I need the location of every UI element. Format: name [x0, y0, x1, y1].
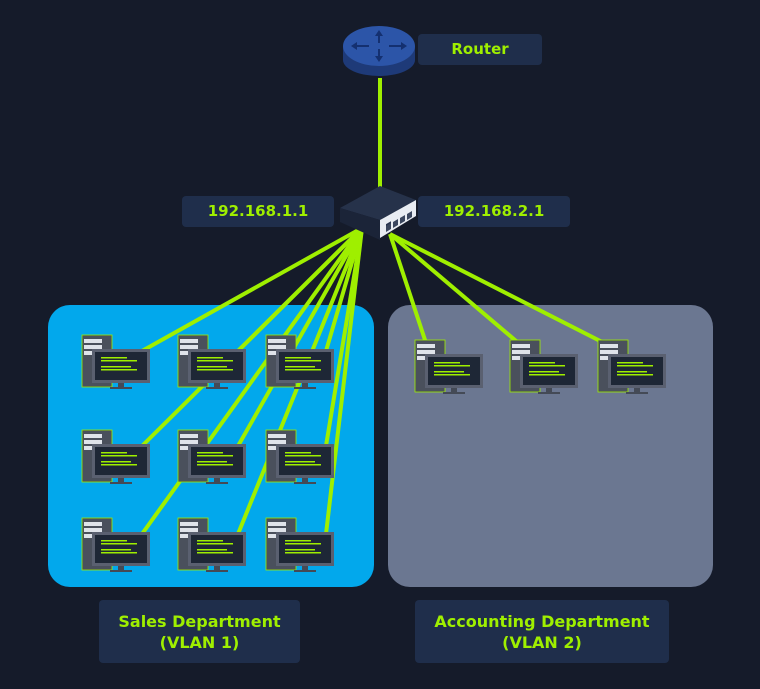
sales-link [141, 226, 363, 353]
sales-computer-icon [265, 517, 334, 572]
sales-link [140, 226, 364, 536]
router-label: Router [418, 34, 542, 65]
sales-computer-icon [265, 334, 334, 389]
accounting-vlan: (VLAN 2) [502, 632, 582, 652]
switch-ip-vlan1: 192.168.1.1 [182, 196, 334, 227]
accounting-link [388, 232, 524, 348]
sales-computer-icon [177, 429, 246, 484]
sales-computer-icon [177, 517, 246, 572]
accounting-link [389, 232, 611, 348]
switch-ip-vlan2: 192.168.2.1 [418, 196, 570, 227]
sales-computer-icon [265, 429, 334, 484]
sales-name: Sales Department [118, 611, 281, 631]
accounting-computer-icon [597, 339, 666, 394]
sales-link [324, 227, 364, 352]
switch-icon [340, 186, 416, 240]
sales-department-label: Sales Department (VLAN 1) [99, 600, 300, 663]
sales-link [236, 227, 364, 447]
sales-computer-icon [177, 334, 246, 389]
sales-link [140, 226, 364, 448]
router-icon [343, 26, 415, 76]
accounting-computer-icon [414, 339, 483, 394]
accounting-computer-icon [509, 339, 578, 394]
sales-link [324, 227, 364, 535]
accounting-link [388, 233, 429, 347]
sales-computer-icon [81, 517, 150, 572]
sales-vlan: (VLAN 1) [159, 632, 240, 652]
sales-computer-icon [81, 429, 150, 484]
sales-computer-icon [81, 334, 150, 389]
accounting-name: Accounting Department [434, 611, 650, 631]
accounting-department-label: Accounting Department (VLAN 2) [415, 600, 669, 663]
